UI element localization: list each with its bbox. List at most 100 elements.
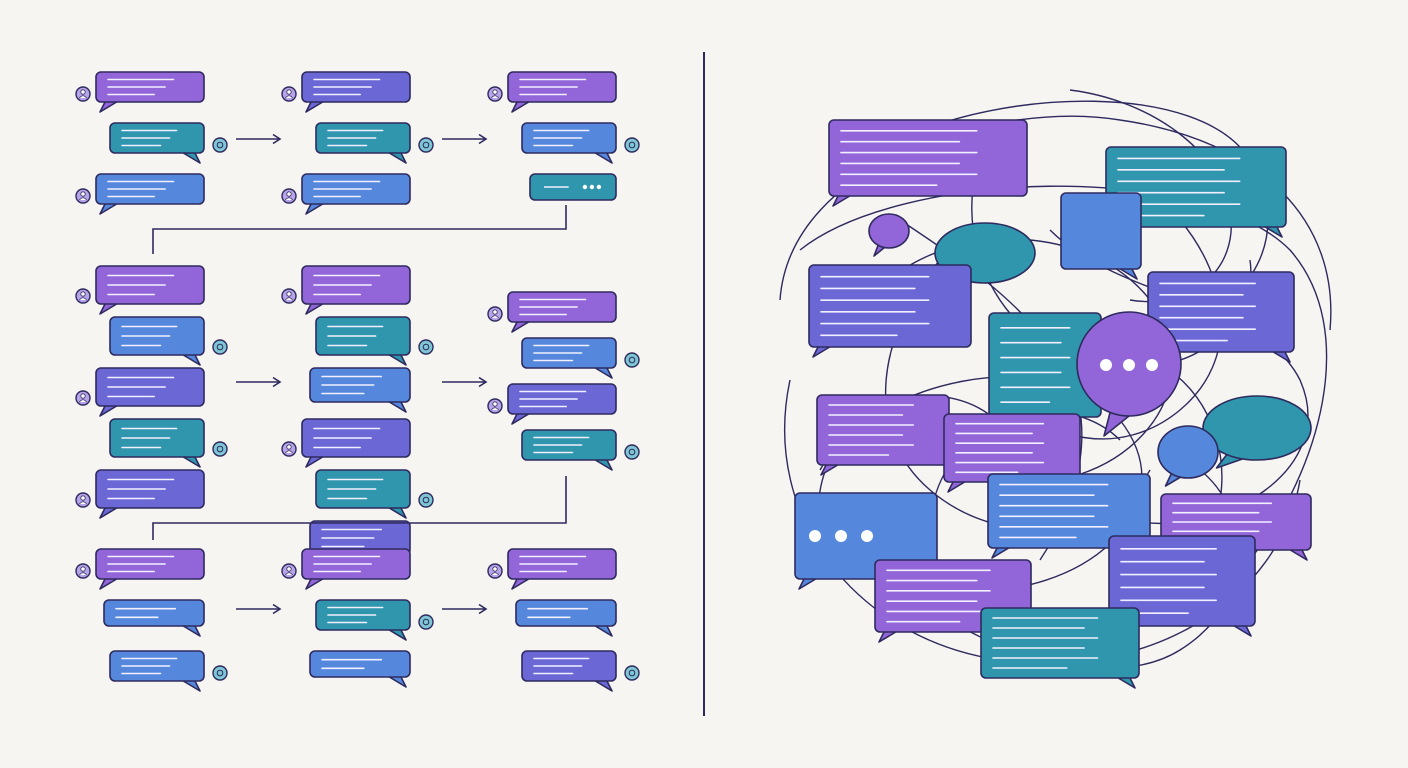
bubble-body (1147, 271, 1295, 353)
chat-bubble (507, 291, 617, 333)
avatar-head (286, 566, 292, 572)
avatar-icon (281, 288, 297, 304)
typing-dot (809, 530, 821, 542)
typing-dot (1146, 359, 1158, 371)
chat-bubble (301, 418, 411, 468)
badge-circle (624, 352, 640, 368)
thread-row (75, 265, 640, 566)
typing-bubble (794, 492, 938, 590)
avatar-body (79, 95, 87, 99)
reply-badge-icon (212, 665, 228, 681)
badge-circle (212, 665, 228, 681)
avatar-head (492, 89, 498, 95)
flow-arrow (236, 133, 282, 145)
avatar-icon (281, 86, 297, 102)
thread-row (75, 548, 640, 692)
bubble-body (1108, 535, 1256, 627)
badge-dot (216, 445, 224, 453)
avatar-head (80, 495, 86, 501)
chat-bubble (816, 394, 950, 476)
central-typing-bubble (1076, 311, 1182, 437)
badge-circle (212, 339, 228, 355)
bubble-body (987, 473, 1151, 549)
reply-badge-icon (418, 339, 434, 355)
chat-bubble (109, 122, 205, 164)
avatar-head (492, 309, 498, 315)
badge-dot (422, 496, 430, 504)
chat-bubble (988, 312, 1102, 418)
reply-badge-icon (624, 444, 640, 460)
avatar-body (285, 197, 293, 201)
typing-dot (861, 530, 873, 542)
thread-step (75, 548, 228, 692)
oval-bubble (868, 213, 910, 257)
avatar-body (79, 399, 87, 403)
reply-badge-icon (418, 137, 434, 153)
bubble-body (980, 607, 1140, 679)
avatar-head (80, 191, 86, 197)
badge-circle (418, 492, 434, 508)
chat-bubble (301, 548, 411, 590)
typing-dot (1100, 359, 1112, 371)
chat-bubble (521, 122, 617, 164)
badge-dot (422, 141, 430, 149)
avatar-icon (487, 86, 503, 102)
chat-bubble (521, 650, 617, 692)
thread-step (487, 548, 640, 692)
avatar-icon (75, 492, 91, 508)
chat-bubble (109, 650, 205, 692)
chat-bubble (1105, 146, 1287, 238)
bubble-body (828, 119, 1028, 197)
chat-bubble (95, 367, 205, 417)
chat-bubble (95, 173, 205, 215)
badge-circle (624, 665, 640, 681)
avatar-body (491, 95, 499, 99)
chat-bubble (95, 265, 205, 315)
arrow-head (478, 376, 488, 388)
row-connector-line (152, 205, 567, 254)
thread-step (75, 265, 228, 519)
badge-dot (628, 448, 636, 456)
chat-bubble (301, 71, 411, 113)
arrow-head (272, 603, 282, 615)
bubble-body (1157, 425, 1219, 479)
avatar-body (79, 197, 87, 201)
reply-badge-icon (624, 137, 640, 153)
oval-bubble (1202, 395, 1312, 469)
bubble-body (1105, 146, 1287, 228)
avatar-icon (281, 188, 297, 204)
chat-bubble (987, 473, 1151, 559)
reply-badge-icon (212, 339, 228, 355)
chat-bubble (95, 71, 205, 113)
arrow-head (272, 133, 282, 145)
badge-dot (628, 669, 636, 677)
flow-arrow (236, 376, 282, 388)
avatar-head (80, 291, 86, 297)
badge-dot (216, 141, 224, 149)
thread-step (281, 265, 434, 566)
reply-badge-icon (418, 492, 434, 508)
typing-dot (596, 184, 602, 190)
bubble-body (1060, 192, 1142, 270)
chat-bubble (315, 316, 411, 366)
bubble-body (529, 173, 617, 201)
badge-dot (422, 343, 430, 351)
typing-dot (835, 530, 847, 542)
chat-bubble (301, 173, 411, 215)
thread-step (281, 548, 434, 688)
thread-step (281, 71, 434, 215)
row-connectors (152, 205, 567, 540)
chat-bubble (1060, 192, 1142, 280)
reply-badge-icon (212, 137, 228, 153)
avatar-head (492, 401, 498, 407)
avatar-head (80, 393, 86, 399)
chat-bubble (507, 548, 617, 590)
chat-bubble (109, 316, 205, 366)
avatar-head (286, 191, 292, 197)
avatar-body (491, 572, 499, 576)
avatar-icon (75, 86, 91, 102)
avatar-icon (75, 390, 91, 406)
chat-bubble (309, 650, 411, 688)
avatar-icon (487, 398, 503, 414)
